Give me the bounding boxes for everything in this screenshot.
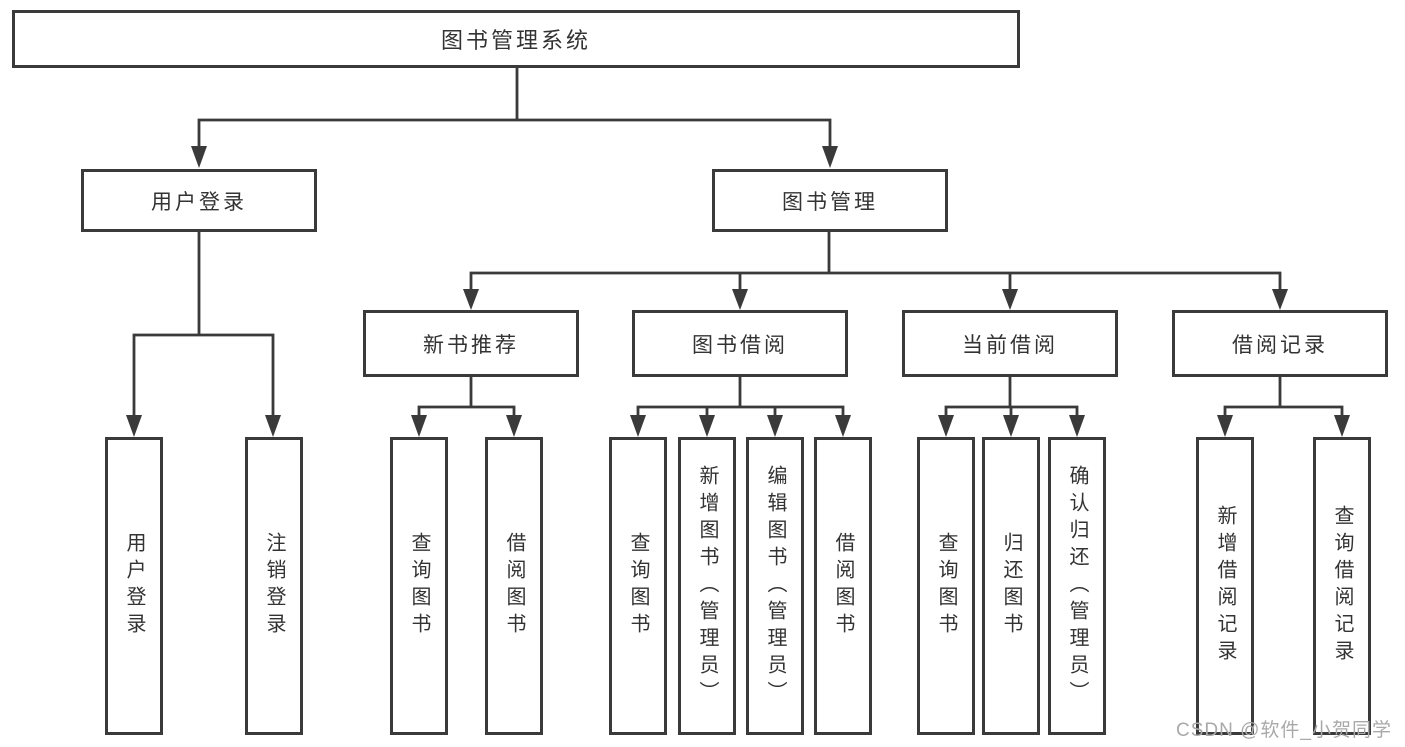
node-user-login: 用户登录 bbox=[81, 169, 317, 232]
node-label: 图书管理系统 bbox=[440, 28, 591, 53]
node-label: 新书推荐 bbox=[423, 333, 519, 357]
node-bb-edit-books-admin: 编辑图书（管理员） bbox=[746, 437, 804, 735]
node-label: 新增图书（管理员） bbox=[696, 464, 718, 708]
node-label: 借阅图书 bbox=[832, 532, 854, 640]
node-label: 查询图书 bbox=[935, 532, 957, 640]
node-label: 查询图书 bbox=[408, 532, 430, 640]
node-label: 当前借阅 bbox=[962, 333, 1058, 357]
node-cb-return-books: 归还图书 bbox=[982, 437, 1040, 735]
csdn-watermark: CSDN @软件_小贺同学 bbox=[1176, 720, 1392, 741]
node-cb-confirm-return-admin: 确认归还（管理员） bbox=[1048, 437, 1106, 735]
node-label: 用户登录 bbox=[123, 532, 145, 640]
node-br-query-record: 查询借阅记录 bbox=[1313, 437, 1371, 735]
node-cb-query-books: 查询图书 bbox=[917, 437, 975, 735]
node-label: 编辑图书（管理员） bbox=[764, 464, 786, 708]
node-label: 借阅记录 bbox=[1232, 333, 1328, 357]
node-new-book-recommend: 新书推荐 bbox=[363, 310, 579, 377]
node-label: 注销登录 bbox=[263, 532, 285, 640]
node-bb-borrow-books: 借阅图书 bbox=[814, 437, 872, 735]
node-book-management: 图书管理 bbox=[712, 169, 948, 232]
node-label: 图书借阅 bbox=[692, 333, 788, 357]
node-label: 查询借阅记录 bbox=[1331, 505, 1353, 667]
node-label: 归还图书 bbox=[1000, 532, 1022, 640]
node-bb-add-books-admin: 新增图书（管理员） bbox=[678, 437, 736, 735]
node-book-borrowing: 图书借阅 bbox=[632, 310, 848, 377]
node-library-management-system: 图书管理系统 bbox=[12, 10, 1020, 68]
node-label: 确认归还（管理员） bbox=[1066, 464, 1088, 708]
node-nb-query-books: 查询图书 bbox=[390, 437, 448, 735]
node-br-add-record: 新增借阅记录 bbox=[1196, 437, 1254, 735]
node-bb-query-books: 查询图书 bbox=[609, 437, 667, 735]
node-label: 新增借阅记录 bbox=[1214, 505, 1236, 667]
node-user-login-leaf: 用户登录 bbox=[105, 437, 163, 735]
node-label: 用户登录 bbox=[151, 190, 247, 214]
node-logout: 注销登录 bbox=[245, 437, 303, 735]
node-label: 查询图书 bbox=[627, 532, 649, 640]
node-nb-borrow-books: 借阅图书 bbox=[485, 437, 543, 735]
node-label: 图书管理 bbox=[782, 190, 878, 214]
node-borrowing-records: 借阅记录 bbox=[1172, 310, 1388, 377]
node-label: 借阅图书 bbox=[503, 532, 525, 640]
node-current-borrowing: 当前借阅 bbox=[902, 310, 1118, 377]
